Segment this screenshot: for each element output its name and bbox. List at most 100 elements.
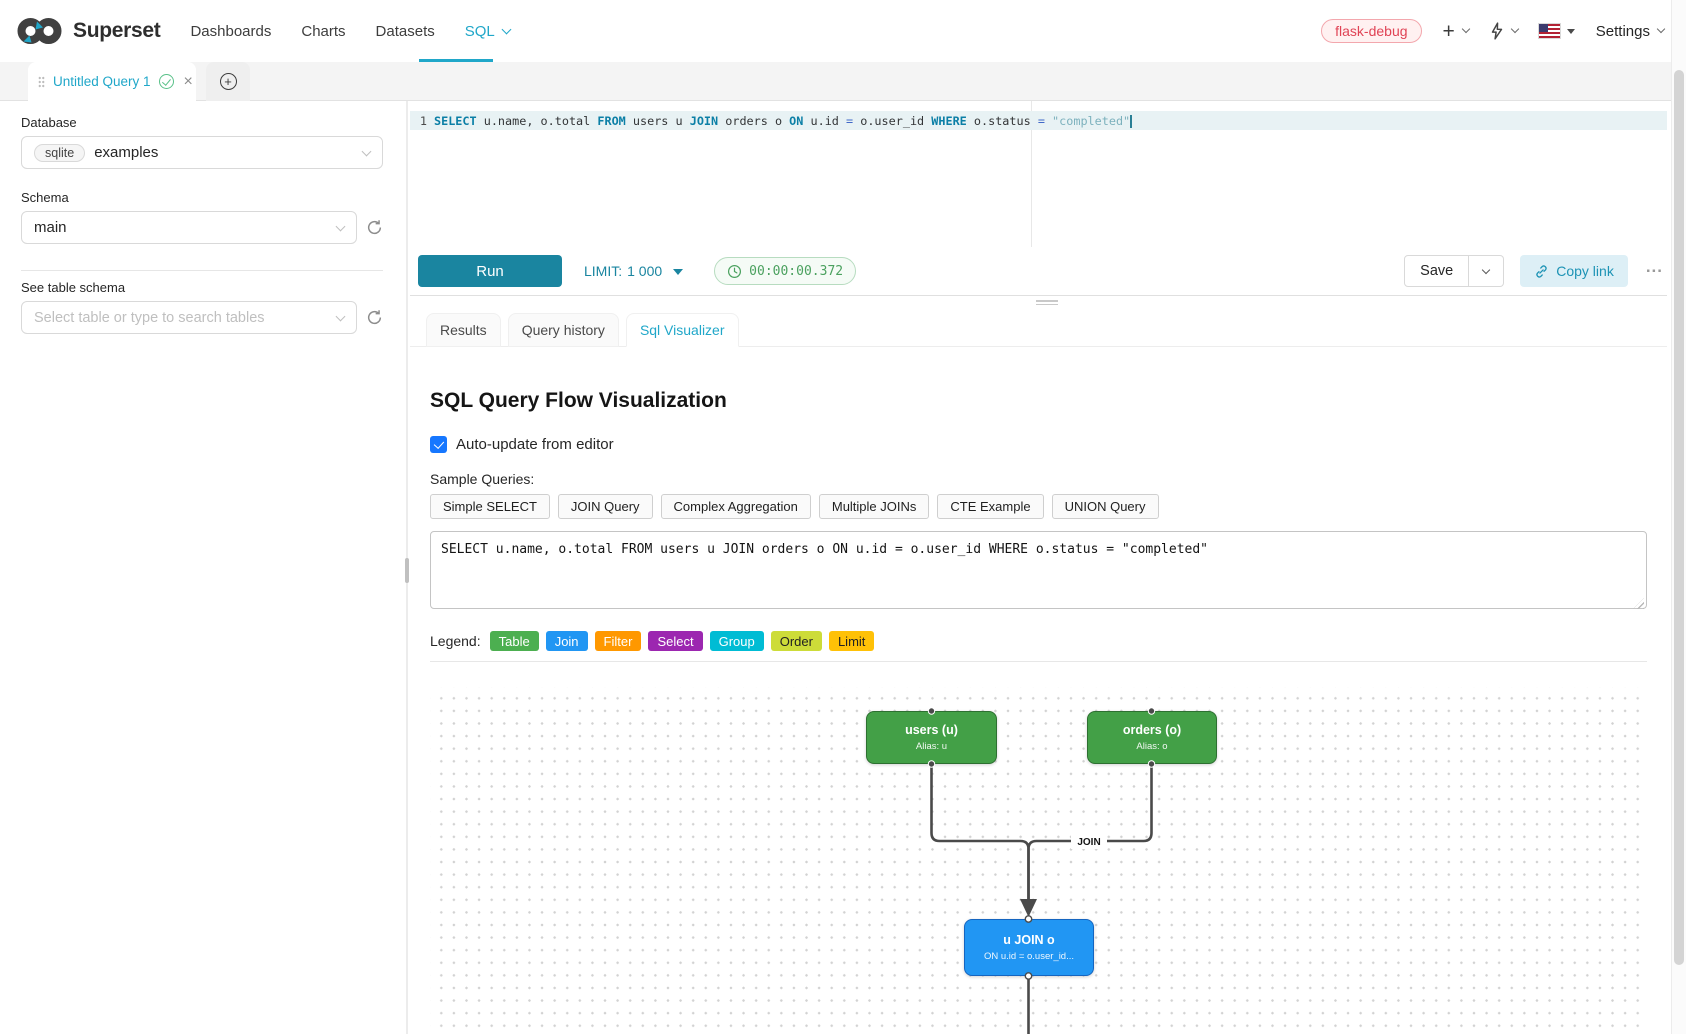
chevron-down-icon: [335, 221, 346, 231]
chevron-down-icon: [335, 311, 346, 321]
tab-query-history[interactable]: Query history: [507, 313, 619, 347]
sidebar-resize-divider[interactable]: [405, 101, 409, 1034]
clock-icon: [728, 264, 742, 278]
sql-token: =: [846, 113, 854, 128]
caret-down-icon: [1566, 28, 1575, 34]
sql-token: u.id: [803, 113, 847, 128]
sql-token: JOIN: [689, 113, 719, 128]
plus-circle-icon: +: [219, 73, 237, 90]
limit-dropdown[interactable]: LIMIT: 1 000: [584, 263, 684, 279]
refresh-tables-button[interactable]: [366, 309, 383, 326]
copy-link-button[interactable]: Copy link: [1520, 255, 1628, 287]
page-scrollbar[interactable]: [1671, 0, 1686, 1034]
sqllab-main-panel: 1 SELECT u.name, o.total FROM users u JO…: [410, 101, 1667, 1034]
more-actions-button[interactable]: ...: [1645, 257, 1663, 277]
sample-query-button-multiple-joins[interactable]: Multiple JOINs: [818, 494, 930, 519]
editor-active-line: 1 SELECT u.name, o.total FROM users u JO…: [410, 111, 1667, 130]
language-picker[interactable]: [1537, 23, 1575, 39]
saved-check-icon: [158, 74, 174, 89]
database-select[interactable]: sqlite examples: [21, 136, 383, 169]
sample-buttons: Simple SELECT JOIN Query Complex Aggregati…: [430, 494, 1647, 519]
auto-update-label: Auto-update from editor: [456, 436, 614, 453]
plus-icon: +: [1442, 19, 1455, 43]
auto-update-row: Auto-update from editor: [430, 436, 1647, 453]
settings-label: Settings: [1595, 22, 1650, 40]
main-nav: Dashboards Charts Datasets SQL: [190, 0, 539, 62]
close-tab-icon[interactable]: ×: [183, 72, 193, 90]
table-select[interactable]: Select table or type to search tables: [21, 301, 357, 334]
sql-token: o.status: [966, 113, 1038, 128]
chevron-down-icon: [1461, 24, 1471, 34]
auto-update-checkbox[interactable]: [430, 436, 447, 453]
refresh-schema-button[interactable]: [366, 219, 383, 236]
limit-label: LIMIT:: [584, 263, 623, 279]
legend-chip-filter: Filter: [594, 631, 642, 651]
query-tab-active[interactable]: Untitled Query 1 ×: [28, 62, 196, 101]
us-flag-icon: [1537, 23, 1561, 39]
query-tab-bar: Untitled Query 1 × +: [0, 62, 1686, 101]
nav-item-sql[interactable]: SQL: [465, 23, 512, 40]
node-title: orders (o): [1122, 723, 1182, 737]
legend-label: Legend:: [430, 633, 481, 649]
table-select-placeholder: Select table or type to search tables: [34, 309, 265, 326]
chevron-down-icon: [1656, 24, 1666, 34]
query-search-button[interactable]: [1490, 22, 1520, 40]
superset-logo[interactable]: Superset: [17, 15, 161, 47]
legend-chip-join: Join: [545, 631, 588, 651]
caret-down-icon: [673, 269, 684, 275]
save-dropdown-button[interactable]: [1469, 255, 1505, 287]
new-query-tab-button[interactable]: +: [206, 62, 250, 101]
sample-queries-label: Sample Queries:: [430, 471, 535, 487]
schema-value: main: [34, 219, 67, 236]
database-engine-tag: sqlite: [34, 143, 86, 162]
page-title: SQL Query Flow Visualization: [430, 389, 727, 412]
query-input[interactable]: SELECT u.name, o.total FROM users u JOIN…: [430, 531, 1647, 609]
sql-token: SELECT: [434, 113, 477, 128]
scrollbar-thumb[interactable]: [1674, 70, 1684, 965]
sql-token: =: [1037, 113, 1045, 128]
nav-item-charts[interactable]: Charts: [301, 23, 345, 40]
legend-chip-table: Table: [489, 631, 539, 651]
run-button[interactable]: Run: [418, 255, 562, 287]
tab-sql-visualizer[interactable]: Sql Visualizer: [625, 313, 739, 347]
pane-resize-divider[interactable]: [410, 295, 1667, 305]
sample-query-button-union-query[interactable]: UNION Query: [1051, 494, 1159, 519]
nav-item-datasets[interactable]: Datasets: [376, 23, 435, 40]
sql-token: [1045, 114, 1052, 128]
sql-token: WHERE: [931, 113, 967, 128]
save-button[interactable]: Save: [1404, 255, 1470, 287]
nav-item-label: Dashboards: [190, 22, 272, 40]
sample-query-button-complex-aggregation[interactable]: Complex Aggregation: [660, 494, 811, 519]
schema-select[interactable]: main: [21, 211, 357, 244]
flow-node-users[interactable]: users (u)Alias: u: [866, 711, 997, 764]
editor-toolbar: Run LIMIT: 1 000 00:00:00.372 Save Copy …: [410, 247, 1667, 295]
flow-node-orders[interactable]: orders (o)Alias: o: [1087, 711, 1217, 764]
pane-resize-grip[interactable]: [1036, 300, 1058, 307]
lightning-icon: [1491, 22, 1503, 40]
drag-handle-icon[interactable]: [38, 75, 45, 88]
nav-item-dashboards[interactable]: Dashboards: [190, 23, 271, 40]
sample-query-button-simple-select[interactable]: Simple SELECT: [430, 494, 550, 519]
resize-grip[interactable]: [405, 558, 409, 583]
tab-results[interactable]: Results: [426, 313, 501, 347]
sql-code-line: SELECT u.name, o.total FROM users u JOIN…: [434, 114, 1132, 128]
nav-item-label: Charts: [301, 22, 346, 40]
sql-token: users u: [625, 113, 690, 128]
table-schema-label: See table schema: [21, 280, 126, 295]
new-item-button[interactable]: +: [1442, 19, 1471, 43]
edge-label-bg: [1071, 833, 1107, 849]
sql-editor[interactable]: 1 SELECT u.name, o.total FROM users u JO…: [410, 101, 1667, 247]
legend-chip-select: Select: [648, 631, 703, 651]
sample-query-button-cte-example[interactable]: CTE Example: [937, 494, 1044, 519]
active-nav-underline: [419, 59, 493, 62]
text-cursor: [1130, 114, 1132, 128]
settings-menu[interactable]: Settings: [1595, 22, 1666, 40]
sample-query-button-join-query[interactable]: JOIN Query: [557, 494, 653, 519]
refresh-icon: [367, 220, 382, 235]
limit-value: 1 000: [627, 263, 663, 279]
